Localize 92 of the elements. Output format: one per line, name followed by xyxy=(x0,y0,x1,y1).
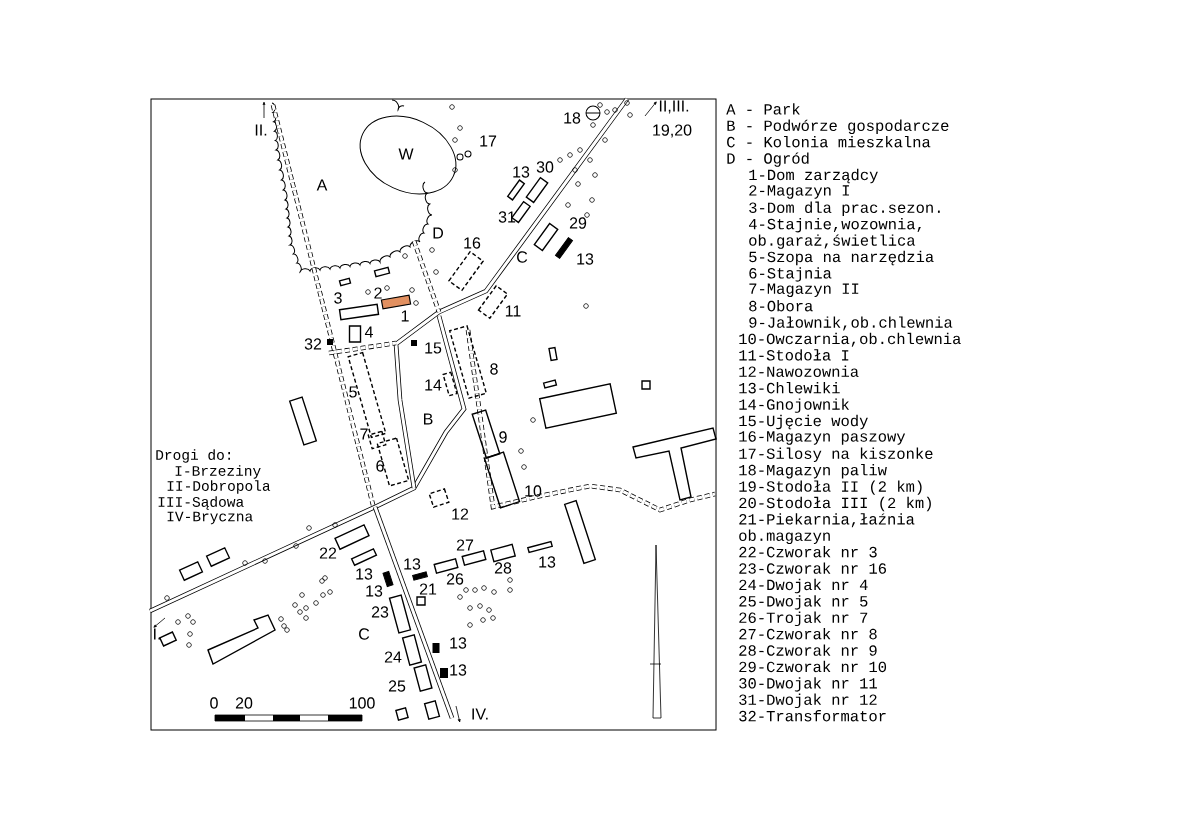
scale-number: 100 xyxy=(349,697,375,709)
key-entry: D - Ogród xyxy=(727,152,809,167)
key-entry: B - Podwórze gospodarcze xyxy=(727,119,949,135)
key-entry: 5-Szopa na narzędzia xyxy=(749,250,934,266)
key-entry: 29-Czworak nr 10 xyxy=(739,660,887,673)
callout-number: 6 xyxy=(376,460,384,472)
callout-number: 12 xyxy=(452,508,469,520)
callout-number: 17 xyxy=(480,135,497,147)
key-entry: 18-Magazyn paliw xyxy=(739,464,887,479)
key-entry: 17-Silosy na kiszonke xyxy=(739,447,933,463)
callout-number: 26 xyxy=(446,573,464,585)
road-key-text: III-Sądowa xyxy=(158,496,244,510)
key-entry: 23-Czworak nr 16 xyxy=(739,562,886,574)
callout-number: 18 xyxy=(564,112,581,124)
road-key-text: IV-Bryczna xyxy=(167,511,253,525)
key-entry: A - Park xyxy=(726,103,800,115)
callout-number: 23 xyxy=(371,606,389,618)
key-entry: 27-Czworak nr 8 xyxy=(739,628,877,640)
key-entry: 3-Dom dla prac.sezon. xyxy=(749,201,940,217)
key-entry: 10-Owczarnia,ob.chlewnia xyxy=(739,332,961,347)
callout-number: 13 xyxy=(539,556,556,568)
callout-number: 4 xyxy=(364,326,373,338)
key-entry: 7-Magazyn II xyxy=(749,283,859,298)
callout-number: 27 xyxy=(456,539,474,551)
key-entry: 24-Dwojak nr 4 xyxy=(739,578,868,594)
key-entry: 22-Czworak nr 3 xyxy=(739,546,877,558)
callout-number: 21 xyxy=(419,583,437,595)
key-entry: 21-Piekarnia,łaźnia ob.magazyn xyxy=(739,513,915,545)
key-entry: 6-Stajnia xyxy=(749,267,832,282)
callout-number: 19,20 xyxy=(653,124,692,138)
callout-number: 14 xyxy=(425,379,442,391)
area-letter: C xyxy=(359,628,370,640)
callout-number: 9 xyxy=(499,431,507,443)
callout-number: 7 xyxy=(360,428,368,440)
callout-number: 11 xyxy=(505,305,521,317)
key-entry: 15-Ujęcie wody xyxy=(739,414,868,430)
callout-number: 8 xyxy=(490,363,498,375)
callout-number: 16 xyxy=(464,237,481,249)
callout-number: 5 xyxy=(349,386,357,398)
area-letter: D xyxy=(433,227,443,239)
key-entry: 13-Chlewiki xyxy=(739,382,840,394)
callout-number: 25 xyxy=(388,680,406,692)
key-entry: 20-Stodoła III (2 km) xyxy=(739,496,931,512)
key-entry: 19-Stodoła II (2 km) xyxy=(739,480,922,495)
callout-number: 32 xyxy=(304,338,322,350)
road-label: II. xyxy=(255,124,267,136)
callout-number: 30 xyxy=(536,161,554,173)
area-letter: A xyxy=(316,179,328,191)
key-entry: 2-Magazyn I xyxy=(749,185,849,199)
key-entry: 28-Czworak nr 9 xyxy=(739,644,877,656)
callout-number: 2 xyxy=(374,287,382,299)
road-label: II,III. xyxy=(659,100,689,114)
callout-number: 13 xyxy=(450,637,467,649)
callout-number: 13 xyxy=(450,664,467,676)
key-entry: 30-Dwojak nr 11 xyxy=(739,677,877,692)
key-entry: 16-Magazyn paszowy xyxy=(739,431,906,445)
road-key-text: I-Brzeziny xyxy=(175,465,261,479)
key-entry: 8-Obora xyxy=(749,300,813,312)
callout-number: 22 xyxy=(319,547,337,559)
area-letter: C xyxy=(517,251,528,263)
area-letter: B xyxy=(424,413,433,425)
key-entry: 4-Stajnie,wozownia, ob.garaż,świetlica xyxy=(749,218,921,249)
key-entry: 26-Trojak nr 7 xyxy=(739,611,868,627)
key-entry: 12-Nawozownia xyxy=(739,365,859,377)
pond-letter: W xyxy=(398,148,414,160)
key-entry: 31-Dwojak nr 12 xyxy=(739,693,877,709)
callout-number: 13 xyxy=(404,558,421,570)
key-entry: 25-Dwojak nr 5 xyxy=(739,595,868,610)
key-entry: C - Kolonia mieszkalna xyxy=(727,136,931,148)
key-entry: 11-Stodoła I xyxy=(739,349,849,361)
key-entry: 32-Transformator xyxy=(739,710,886,722)
key-entry: 14-Gnojownik xyxy=(739,398,850,413)
callout-number: 29 xyxy=(569,217,587,229)
scale-number: 0 xyxy=(210,697,218,709)
road-label: I. xyxy=(154,628,160,640)
callout-number: 13 xyxy=(513,166,530,178)
callout-number: 1 xyxy=(401,310,409,322)
callout-number: 3 xyxy=(334,292,342,304)
road-label: IV. xyxy=(472,708,488,720)
road-key-text: II-Dobropola xyxy=(167,480,271,494)
callout-number: 15 xyxy=(425,342,442,354)
callout-number: 13 xyxy=(356,568,373,580)
callout-number: 31 xyxy=(498,211,516,223)
callout-number: 13 xyxy=(366,585,383,597)
callout-number: 28 xyxy=(494,562,512,574)
callout-number: 24 xyxy=(384,651,402,663)
key-entry: 9-Jałownik,ob.chlewnia xyxy=(749,316,953,331)
key-entry: 1-Dom zarządcy xyxy=(749,168,878,184)
callout-number: 13 xyxy=(577,253,594,265)
scale-number: 20 xyxy=(235,697,253,709)
road-key-text: Drogi do: xyxy=(156,449,230,463)
callout-number: 10 xyxy=(525,485,542,497)
